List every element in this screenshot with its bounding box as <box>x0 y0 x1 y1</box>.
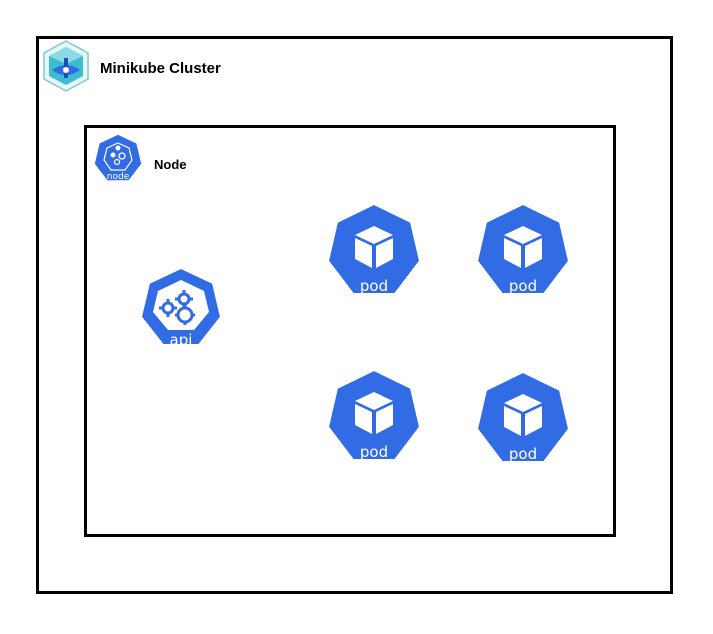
kubernetes-api-icon: api <box>139 266 223 349</box>
pod-icon: pod <box>326 202 422 295</box>
pod-icon: pod <box>475 202 571 295</box>
pod-icon-text: pod <box>509 277 537 295</box>
pod-icon-text: pod <box>360 277 388 295</box>
pod-icon: pod <box>326 368 422 461</box>
pod-icon-text: pod <box>360 443 388 461</box>
node-icon-text: node <box>107 172 130 182</box>
node-box <box>84 125 616 537</box>
api-icon-text: api <box>170 331 193 349</box>
pod-icon: pod <box>475 370 571 463</box>
node-title: Node <box>154 157 187 172</box>
pod-icon-text: pod <box>509 445 537 463</box>
minikube-logo-icon <box>43 40 89 92</box>
cluster-title: Minikube Cluster <box>100 60 221 77</box>
kubernetes-node-icon: node <box>93 133 143 182</box>
cluster-box <box>36 36 673 594</box>
